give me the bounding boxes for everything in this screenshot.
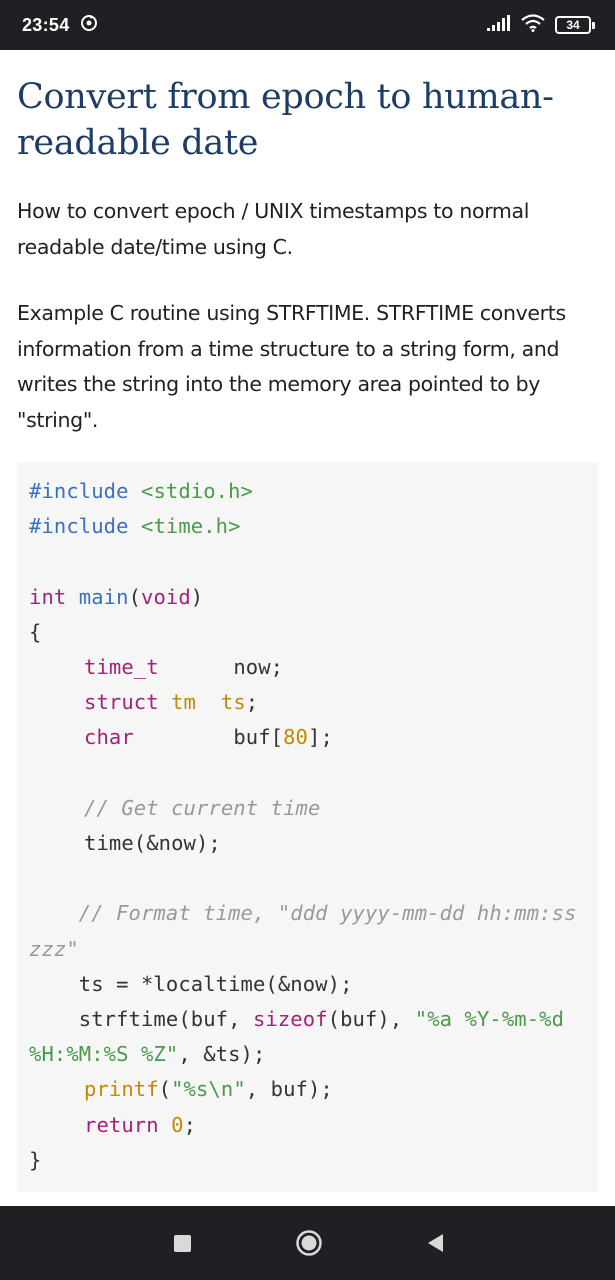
code-token: struct [84,690,159,715]
code-token: , &ts); [178,1042,266,1067]
code-token: { [29,619,42,644]
code-token: strftime(buf, [78,1007,253,1031]
code-token: ]; [308,725,333,750]
status-time: 23:54 [22,14,70,35]
code-token: "%s\n" [171,1077,246,1102]
recent-apps-button[interactable] [167,1228,197,1258]
code-token: char [84,725,134,750]
circle-icon [296,1230,322,1256]
code-token: <stdio.h> [141,479,253,503]
code-token: ) [190,584,204,609]
code-line [29,861,586,896]
code-token: time(&now); [84,831,221,855]
status-left: 23:54 [22,14,98,36]
code-token: now; [233,655,284,679]
code-token: , buf); [245,1077,333,1102]
code-token: ; [245,690,259,715]
code-line: // Get current time [29,791,586,826]
code-comment: // Format time, "ddd yyyy-mm-dd hh:mm:ss… [29,901,589,960]
page-title: Convert from epoch to human-readable dat… [17,77,554,163]
code-line: #include <stdio.h> [29,474,586,509]
battery-tip [592,21,595,29]
code-token: #include [29,479,129,503]
code-token: int [29,584,67,609]
navigation-bar [0,1206,615,1280]
code-token: ( [128,584,142,609]
code-line: } [29,1143,586,1178]
code-token: tm [171,690,196,715]
code-token: } [29,1147,42,1172]
code-token: time_t [84,655,159,679]
triangle-back-icon [428,1234,443,1252]
code-comment: // Get current time [84,795,321,820]
code-token: buf[ [233,725,284,750]
code-line [29,756,586,791]
code-listing: #include <stdio.h>#include <time.h>int m… [29,474,586,1178]
code-line: { [29,615,586,650]
code-line: struct tm ts; [29,685,586,720]
code-token: void [141,584,191,609]
code-token: #include [29,514,129,539]
code-token: 80 [283,725,308,750]
battery-level: 34 [555,16,591,34]
back-button[interactable] [420,1228,450,1258]
intro-paragraph: How to convert epoch / UNIX timestamps t… [17,199,530,259]
code-block: #include <stdio.h>#include <time.h>int m… [17,462,598,1192]
code-line: printf("%s\n", buf); [29,1072,586,1107]
status-bar: 23:54 [0,0,615,50]
code-token: ; [183,1112,197,1137]
code-token: printf [84,1077,159,1102]
sync-icon [80,14,98,36]
code-token: (buf), [327,1007,415,1031]
code-line: int main(void) [29,580,586,615]
code-comment-text: // Format time, "ddd yyyy-mm-dd hh:mm:ss… [29,901,589,961]
code-line: char buf[80]; [29,720,586,755]
code-line [29,544,586,579]
code-line: #include <time.h> [29,509,586,544]
code-token: ( [158,1077,172,1102]
code-token: 0 [171,1112,184,1137]
code-token: ts = *localtime(&now); [78,971,353,996]
square-icon [174,1235,191,1252]
code-token: return [84,1112,159,1137]
code-line: ts = *localtime(&now); [29,967,586,1002]
code-token: main [78,584,129,609]
wifi-icon [521,14,545,36]
code-token: <time.h> [141,514,241,539]
code-token: ts [220,690,246,715]
code-line: // Format time, "ddd yyyy-mm-dd hh:mm:ss… [29,896,586,966]
code-line: time(&now); [29,826,586,861]
code-line: strftime(buf, sizeof(buf), "%a %Y-%m-%d … [29,1002,586,1072]
description-paragraph: Example C routine using STRFTIME. STRFTI… [17,301,566,432]
code-token: "%a %Y-%m-%d %H:%M:%S %Z" [29,1007,577,1067]
home-button[interactable] [294,1228,324,1258]
article: Convert from epoch to human-readable dat… [17,50,600,438]
signal-icon [487,15,511,35]
code-line: return 0; [29,1108,586,1143]
battery-icon: 34 [555,16,595,34]
code-line: time_t now; [29,650,586,685]
code-token: sizeof [252,1007,328,1031]
status-right: 34 [487,14,595,36]
